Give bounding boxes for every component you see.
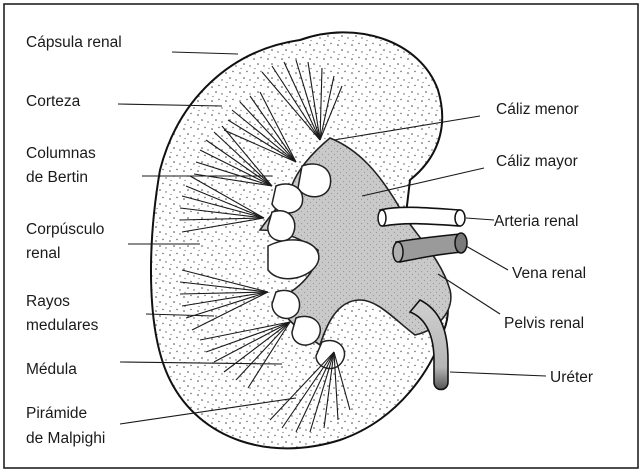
renal-artery [378, 207, 465, 226]
calyx-3 [268, 211, 295, 241]
leader-ureter [450, 372, 546, 376]
label-caliz-menor: Cáliz menor [496, 101, 579, 118]
calyx-1 [298, 164, 331, 197]
label-piramide-de-malpighi: Pirámide de Malpighi [26, 405, 105, 447]
label-pelvis-renal: Pelvis renal [504, 315, 584, 332]
leader-capsula [172, 52, 238, 54]
calyx-6 [292, 316, 320, 345]
label-arteria-renal: Arteria renal [494, 213, 578, 230]
calyx-2 [272, 184, 303, 213]
calyx-5 [272, 290, 300, 318]
label-capsula-renal: Cápsula renal [26, 34, 122, 51]
label-caliz-mayor: Cáliz mayor [496, 153, 578, 170]
leader-vena [466, 246, 508, 270]
label-rayos-medulares: Rayos medulares [26, 293, 99, 334]
label-columnas-de-bertin: Columnas de Bertin [26, 145, 100, 186]
label-medula: Médula [26, 361, 77, 378]
label-ureter: Uréter [550, 369, 593, 386]
labels-right: Cáliz menor Cáliz mayor Arteria renal Ve… [494, 101, 593, 386]
label-vena-renal: Vena renal [512, 265, 586, 282]
label-corpusculo-renal: Corpúsculo renal [26, 221, 109, 262]
labels-left: Cápsula renal Corteza Columnas de Bertin… [26, 34, 122, 447]
label-corteza: Corteza [26, 93, 81, 110]
leader-arteria [466, 218, 494, 220]
